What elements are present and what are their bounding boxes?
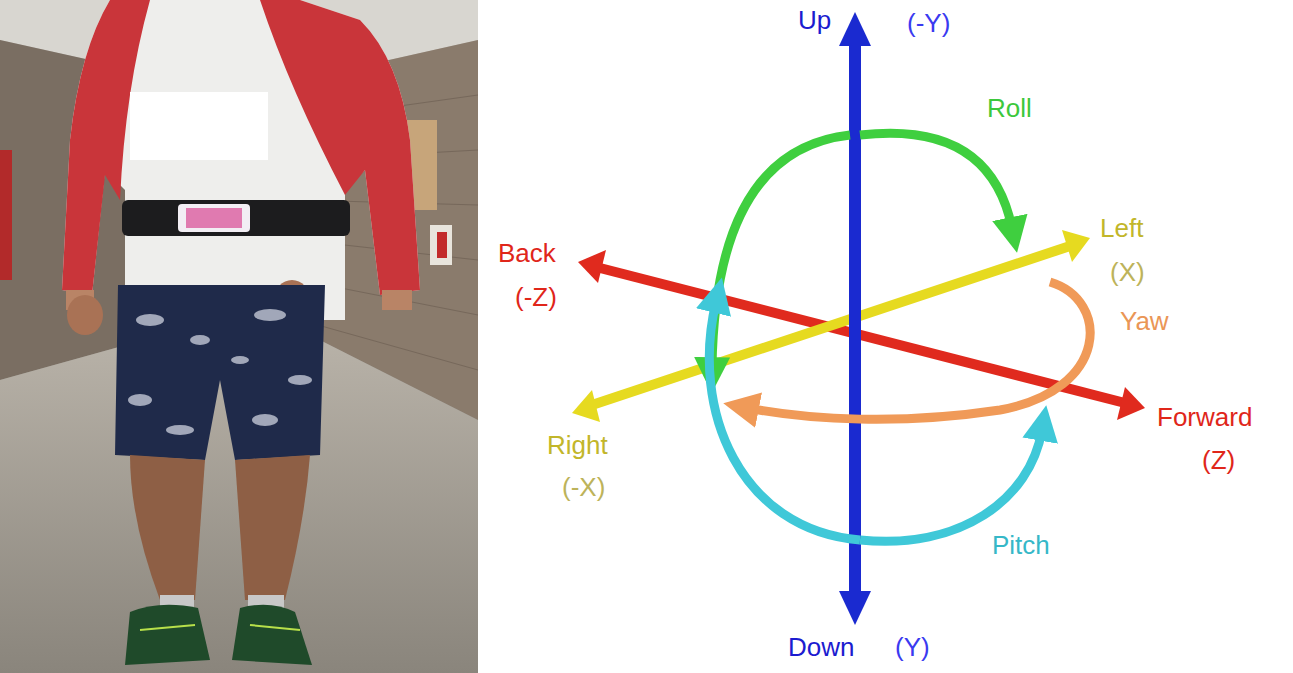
axis-label: Left — [1098, 213, 1145, 243]
axis-label: Back — [496, 238, 558, 268]
axis-label: Roll — [985, 93, 1034, 123]
axis-label: Right — [545, 430, 610, 460]
roll-arrow — [712, 135, 850, 368]
x-axis — [592, 246, 1070, 405]
z-axis — [600, 268, 1125, 403]
y-axis — [849, 40, 861, 600]
axis-label: (-Z) — [513, 282, 559, 312]
axis-label: Down — [786, 632, 856, 662]
axis-label: (Y) — [893, 632, 932, 662]
axis-label: Forward — [1155, 402, 1254, 432]
axis-label: (Z) — [1200, 445, 1237, 475]
axis-label: (X) — [1108, 257, 1147, 287]
axis-label: (-X) — [560, 472, 607, 502]
yaw-arrow — [748, 282, 1090, 419]
axis-label: Up — [796, 5, 833, 35]
axis-label: (-Y) — [905, 8, 952, 38]
axis-label: Pitch — [990, 530, 1052, 560]
axis-diagram — [572, 12, 1145, 625]
axis-label: Yaw — [1118, 306, 1171, 336]
roll-arrow — [860, 133, 1012, 228]
pitch-arrow — [709, 302, 860, 540]
photo — [0, 0, 478, 673]
pitch-arrow — [860, 430, 1042, 541]
